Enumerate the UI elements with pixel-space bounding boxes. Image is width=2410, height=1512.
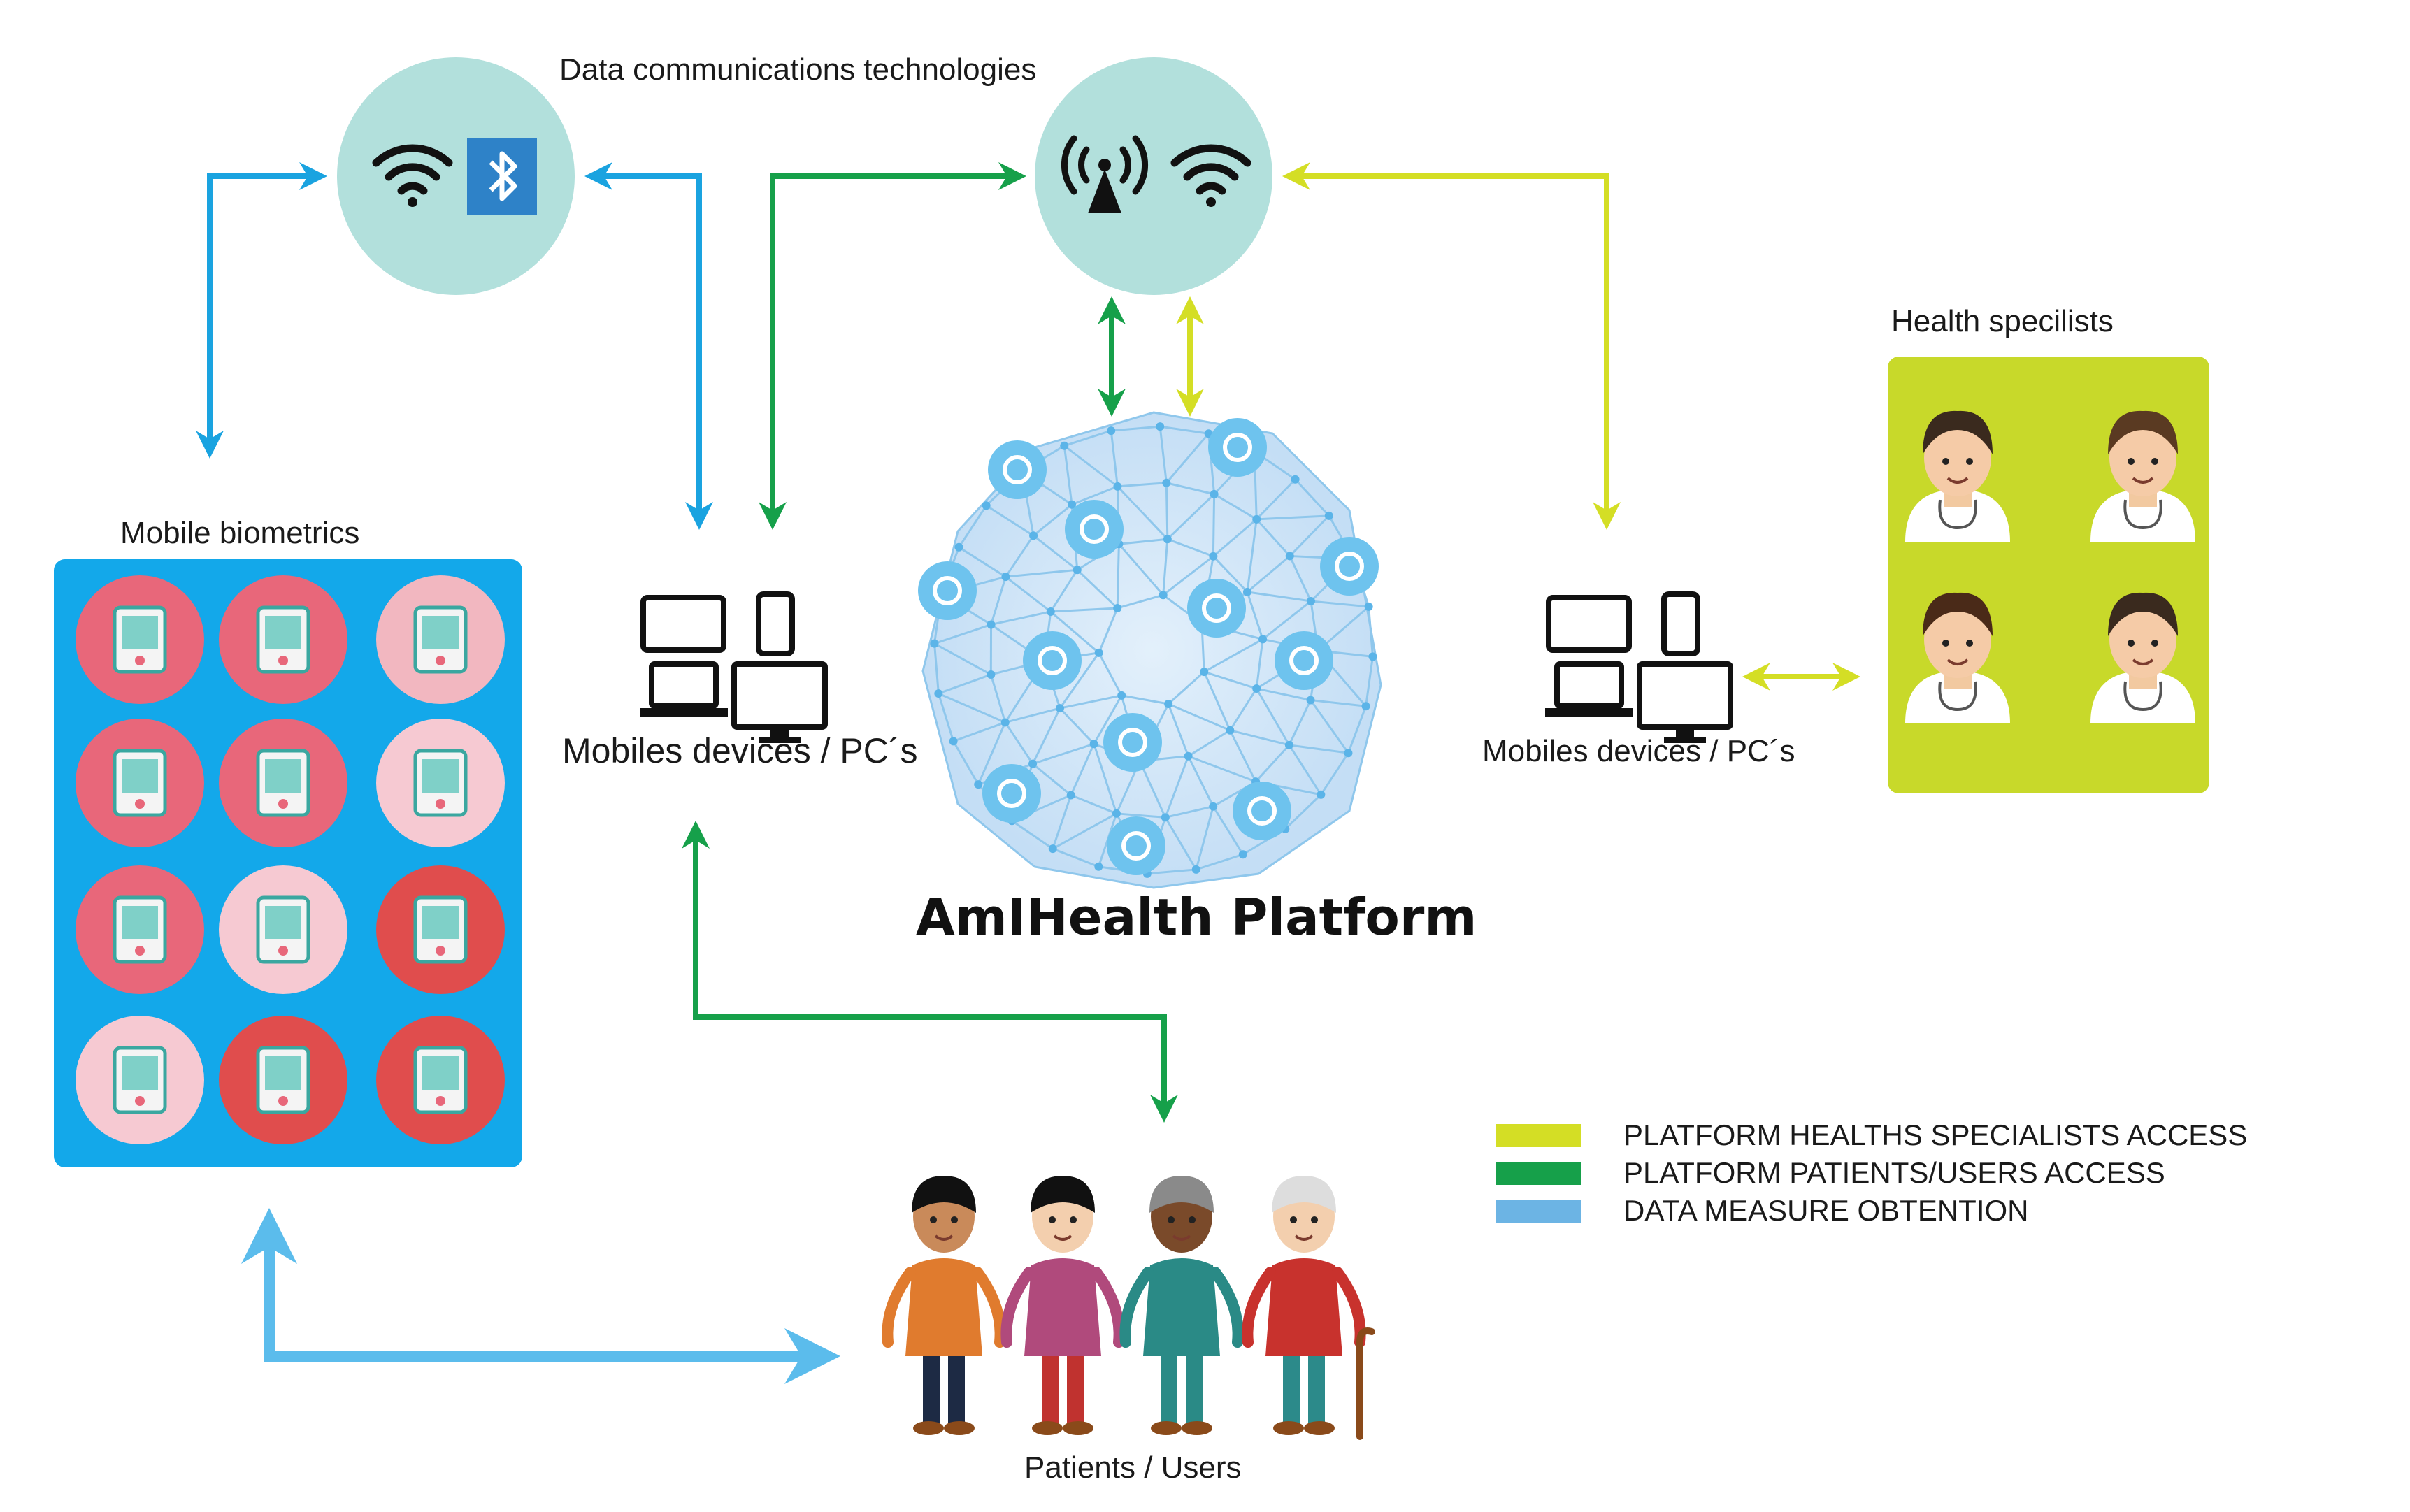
biometrics-panel [54, 559, 522, 1167]
vr-headset-icon [376, 575, 505, 704]
mobile-biometrics-label: Mobile biometrics [120, 516, 360, 550]
phone-icon [756, 591, 795, 656]
legend [1496, 1124, 1581, 1223]
thermometer-icon [376, 1016, 505, 1144]
fitness-app-icon [219, 865, 347, 994]
laptop-icon [640, 661, 728, 717]
syringe-icon [1275, 631, 1333, 690]
ultrasound-icon [376, 719, 505, 847]
pulse-oximeter-icon [219, 575, 347, 704]
monitor-icon [731, 661, 828, 743]
doctor-avatar [2090, 410, 2195, 542]
legend-label-patients: PLATFORM PATIENTS/USERS ACCESS [1623, 1156, 2165, 1189]
doctor-avatar [1905, 410, 2010, 542]
comm-circle-right [1035, 57, 1272, 295]
arrow-biometrics-to-patients [241, 1208, 840, 1384]
pills-icon [1065, 500, 1124, 559]
legend-swatch-patients [1496, 1162, 1581, 1185]
specialist-access-arrows [1176, 162, 1860, 691]
arrow-devices-to-patients [682, 821, 1178, 1123]
devices-left-label: Mobiles devices / PC´s [562, 731, 918, 770]
arrow-wireless-to-right-devices [1282, 162, 1621, 530]
platform-title: AmIHealth Platform [916, 888, 1477, 946]
heartbeat-icon [1103, 713, 1162, 772]
data-comm-label: Data communications technologies [559, 52, 1037, 87]
tablet-icon [1546, 595, 1632, 653]
tablet-icon [640, 595, 726, 653]
capsule-icon [982, 764, 1041, 823]
wifi-icon [372, 144, 453, 207]
data-measure-arrows [196, 162, 840, 1384]
legend-swatch-data [1496, 1200, 1581, 1223]
monitor-icon [1637, 661, 1733, 743]
virus-icon [918, 561, 977, 620]
runner-icon [1187, 579, 1246, 638]
scale-icon [76, 1016, 204, 1144]
comm-circle-left [337, 57, 575, 295]
wifi-icon [1170, 144, 1251, 207]
doctor-avatars [1905, 410, 2195, 723]
apple-icon [1320, 537, 1379, 596]
legend-swatch-specialists [1496, 1124, 1581, 1147]
patients-group [882, 1176, 1375, 1440]
microscope-icon [988, 440, 1047, 499]
glucometer-icon [376, 865, 505, 994]
biometrics-icon-grid [76, 575, 505, 1144]
heart-monitor-icon [76, 575, 204, 704]
arrow-comm-to-devices [584, 162, 713, 530]
smartwatch-icon [76, 865, 204, 994]
health-specialists-label: Health specilists [1891, 304, 2114, 338]
devices-right [1545, 591, 1733, 743]
specialists-panel [1888, 357, 2209, 793]
arrow-devices-to-wireless [759, 162, 1026, 530]
patient-access-arrows [682, 162, 1178, 1123]
devices-right-label: Mobiles devices / PC´s [1482, 734, 1795, 768]
patient-figure [1119, 1176, 1244, 1435]
legend-label-data: DATA MEASURE OBTENTION [1623, 1194, 2029, 1227]
doctor-avatar [1905, 592, 2010, 723]
phone-icon [1661, 591, 1700, 656]
lung-phone-icon [219, 719, 347, 847]
bluetooth-icon [467, 138, 537, 215]
ecg-icon [1233, 782, 1291, 840]
devices-left [640, 591, 828, 743]
laptop-icon [1545, 661, 1633, 717]
stethoscope-icon [1208, 418, 1267, 477]
stethoscope-tablet-icon [76, 719, 204, 847]
platform-node-icons [918, 418, 1379, 875]
patient-figure [882, 1176, 1006, 1435]
walking-cane [1356, 1327, 1375, 1440]
first-aid-icon [1107, 816, 1165, 875]
legend-label-specialists: PLATFORM HEALTHS SPECIALISTS ACCESS [1623, 1118, 2248, 1151]
patient-figure [1242, 1176, 1366, 1435]
patients-label: Patients / Users [1024, 1450, 1242, 1485]
lungs-icon [1023, 631, 1082, 690]
platform-sphere [918, 411, 1382, 889]
doctor-avatar [2090, 592, 2195, 723]
blood-pressure-icon [219, 1016, 347, 1144]
patient-figure [1000, 1176, 1125, 1435]
arrow-biometrics-to-comm [196, 162, 327, 459]
